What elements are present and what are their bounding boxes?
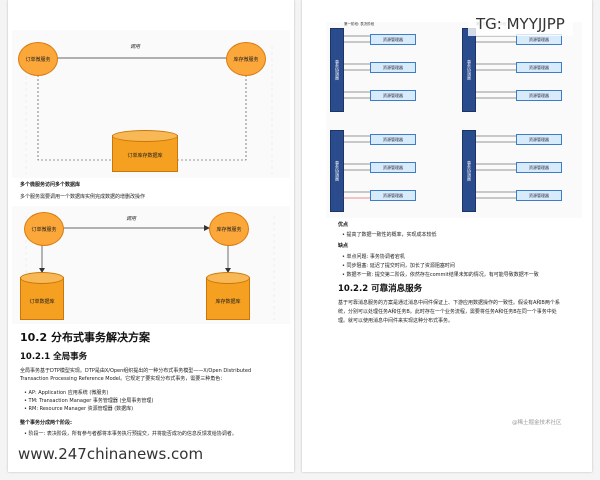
panel-2-arrows (475, 35, 516, 99)
panel-3-coordinator: 事务协调器 (330, 130, 344, 212)
phase1: • 阶段一: 表决阶段，所有参与者都将本事务执行预提交，并将能否成功的信息反馈发… (24, 431, 237, 437)
shared-database: 订单库存数据库 (112, 130, 178, 172)
caption1-text: 多个服务需要调用一个数据库实例完成数据的增删改操作 (20, 194, 146, 200)
site-watermark-text: www.247chinanews.com (18, 445, 204, 463)
panel-3-rm-3: 资源管理器 (370, 190, 416, 201)
role-rm: • RM: Resource Manager 资源管理器 (数据库) (24, 406, 134, 412)
order-service-node-2: 订单微服务 (24, 212, 64, 246)
role-tm-text: TM: Transaction Manager 事务管理器 (全局事务管理) (28, 398, 154, 404)
inventory-service-node-2: 库存微服务 (209, 212, 249, 246)
panel-4-arrows (475, 135, 516, 199)
phase-title: 整个事务分成两个阶段: (20, 420, 73, 426)
call-edge-label-2: 调用 (126, 216, 137, 222)
heading-10-2-1: 10.2.1 全局事务 (20, 352, 88, 362)
panel-1-rm-2: 资源管理器 (370, 62, 416, 73)
panel-4-rm-2: 资源管理器 (516, 162, 562, 173)
panel-3-arrows (343, 135, 370, 199)
reliable-msg-line3: 理。就可以使用消息中间件来实现这种分布式事务。 (338, 318, 454, 324)
cons-item-1-text: 单点问题: 事务协调者宕机 (346, 254, 405, 260)
panel-3-rm-2: 资源管理器 (370, 162, 416, 173)
order-service-label: 订单微服务 (25, 56, 51, 63)
shared-database-label: 订单库存数据库 (127, 153, 163, 159)
panel-1: 第一阶段: 表决阶段 事务协调器 资源管理器 资源管理器 资源管理器 (326, 22, 450, 118)
para1-line1: 全局事务基于DTP模型实现。DTP是由X/Open组织提出的一种分布式事务模型—… (20, 368, 252, 374)
heading-10-2-2: 10.2.2 可靠消息服务 (338, 284, 423, 294)
site-watermark: www.247chinanews.com (10, 442, 212, 466)
panel-4: 事务协调器 资源管理器 资源管理器 资源管理器 (458, 122, 582, 218)
inventory-service-label: 库存微服务 (233, 56, 259, 63)
order-database-label: 订单数据库 (29, 299, 55, 305)
panel-2: 第二阶段: 执行阶段 事务协调器 资源管理器 资源管理器 资源管理器 (458, 22, 582, 118)
reliable-msg-line2: 统，分别可以处理任务A和任务B。此时存在一个业务流程，需要将任务A和任务B在同一… (338, 309, 557, 315)
diagram-separate-db: 订单微服务 库存微服务 调用 订单数据库 库存数据库 (12, 206, 290, 324)
cons-item-2-text: 同步阻塞: 延迟了提交时间，加长了资源阻塞时间 (346, 263, 455, 269)
panel-1-arrows (343, 35, 370, 99)
panel-1-rm-3: 资源管理器 (370, 90, 416, 101)
panel-3: 事务协调器 资源管理器 资源管理器 资源管理器 (326, 122, 450, 218)
inventory-database-label: 库存数据库 (215, 299, 241, 305)
role-tm: • TM: Transaction Manager 事务管理器 (全局事务管理) (24, 398, 154, 404)
order-database: 订单数据库 (20, 272, 64, 320)
panel-4-coordinator: 事务协调器 (462, 130, 476, 212)
caption1-title: 多个微服务访问多个数据库 (20, 182, 81, 188)
pros-item-text: 提高了数据一致性的概率，实现成本较低 (346, 232, 437, 238)
role-ap: • AP: Application 应用系统 (微服务) (24, 390, 109, 396)
diagram-shared-db: 订单微服务 库存微服务 调用 订单库存数据库 (12, 30, 290, 178)
pros-title: 优点 (338, 222, 349, 228)
right-page: 第一阶段: 表决阶段 事务协调器 资源管理器 资源管理器 资源管理器 第二阶段:… (302, 0, 592, 472)
panel-1-title: 第一阶段: 表决阶段 (344, 22, 375, 26)
panel-1-rm-1: 资源管理器 (370, 34, 416, 45)
cons-item-3: • 数据不一致: 提交第二阶段，依然存在commit结果未知的情况，有可能导致数… (342, 272, 539, 278)
pros-item: • 提高了数据一致性的概率，实现成本较低 (342, 232, 437, 238)
tg-watermark: TG: MYYJJPP (468, 12, 573, 36)
para1-line2: Transaction Processing Reference Model。它… (20, 376, 226, 382)
heading-10-2: 10.2 分布式事务解决方案 (20, 331, 150, 344)
tg-watermark-text: TG: MYYJJPP (476, 15, 565, 33)
panel-3-rm-1: 资源管理器 (370, 134, 416, 145)
inventory-database: 库存数据库 (206, 272, 250, 320)
role-rm-text: RM: Resource Manager 资源管理器 (数据库) (28, 406, 134, 412)
cons-item-1: • 单点问题: 事务协调者宕机 (342, 254, 405, 260)
panel-2-rm-3: 资源管理器 (516, 90, 562, 101)
footer-watermark: @稀土掘金技术社区 (512, 420, 562, 426)
panel-4-rm-1: 资源管理器 (516, 134, 562, 145)
cons-item-3-text: 数据不一致: 提交第二阶段，依然存在commit结果未知的情况，有可能导致数据不… (346, 272, 539, 278)
two-phase-diagram: 第一阶段: 表决阶段 事务协调器 资源管理器 资源管理器 资源管理器 第二阶段:… (326, 22, 582, 218)
cons-item-2: • 同步阻塞: 延迟了提交时间，加长了资源阻塞时间 (342, 263, 455, 269)
left-page: 订单微服务 库存微服务 调用 订单库存数据库 多个微服务访问多个数据库 多个服务… (8, 0, 294, 472)
phase1-text: 阶段一: 表决阶段，所有参与者都将本事务执行预提交，并将能否成功的信息反馈发给协… (28, 431, 237, 437)
reliable-msg-line1: 基于可靠消息服务的方案是通过消息中间件保证上、下游应用数据操作的一致性。假设有A… (338, 300, 560, 306)
call-edge-label: 调用 (130, 44, 141, 50)
cons-title: 缺点 (338, 243, 349, 249)
inventory-service-label-2: 库存微服务 (216, 226, 242, 233)
inventory-service-node: 库存微服务 (226, 42, 266, 76)
order-service-node: 订单微服务 (18, 42, 58, 76)
role-ap-text: AP: Application 应用系统 (微服务) (28, 390, 109, 396)
order-service-label-2: 订单微服务 (31, 226, 57, 233)
panel-4-rm-3: 资源管理器 (516, 190, 562, 201)
panel-2-rm-2: 资源管理器 (516, 62, 562, 73)
